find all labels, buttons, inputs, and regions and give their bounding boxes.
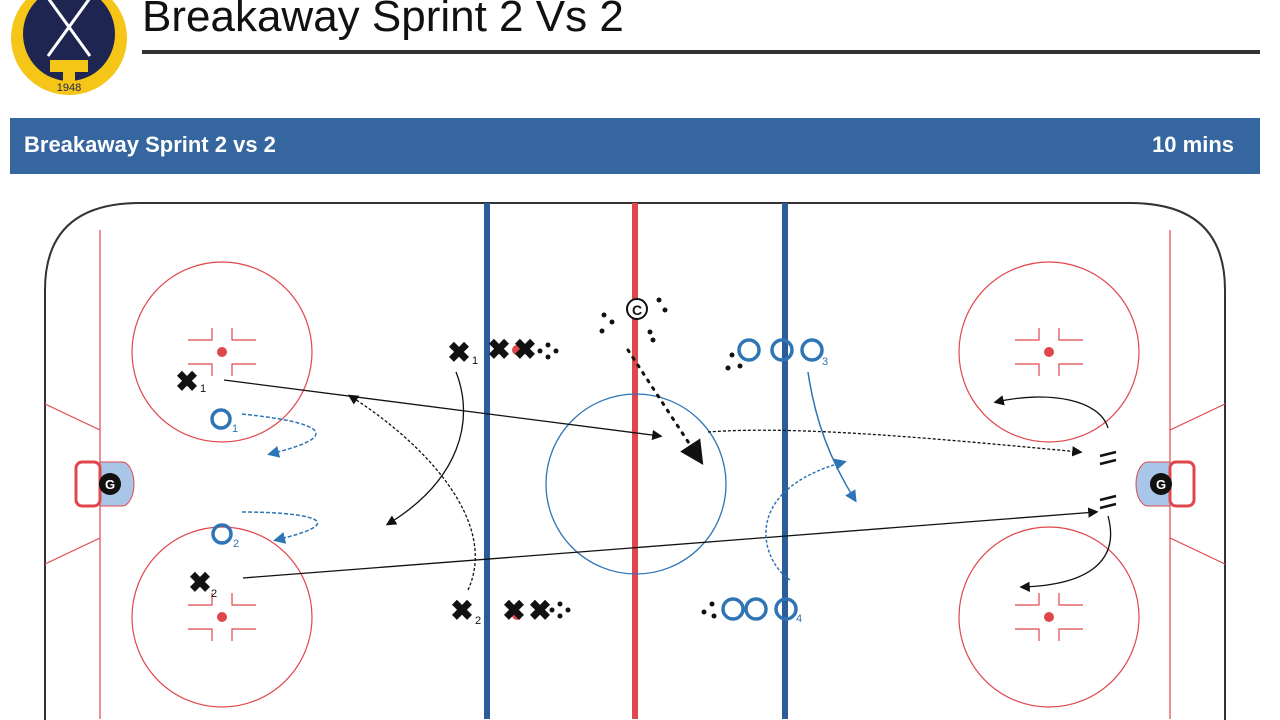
club-logo: 1948 <box>11 0 127 95</box>
skating-paths <box>223 348 1112 592</box>
drill-duration: 10 mins <box>1152 132 1234 157</box>
forwards: ✖✖ ✖✖✖ ✖✖✖ <box>175 334 551 626</box>
defenders <box>210 338 824 621</box>
faceoff-circles <box>131 261 1140 708</box>
svg-text:✖: ✖ <box>447 337 470 368</box>
svg-text:✖: ✖ <box>513 334 536 365</box>
coach: C <box>626 298 648 320</box>
svg-text:1948: 1948 <box>57 82 81 94</box>
svg-text:G: G <box>105 477 115 492</box>
hash-marks <box>188 328 1083 641</box>
svg-text:✖: ✖ <box>528 595 551 626</box>
svg-text:2: 2 <box>211 588 217 600</box>
svg-text:4: 4 <box>796 613 802 625</box>
center-circle <box>545 393 727 575</box>
svg-text:C: C <box>632 302 642 318</box>
pucks <box>537 297 743 619</box>
title-underline <box>142 50 1260 54</box>
svg-text:✖: ✖ <box>450 595 473 626</box>
svg-text:1: 1 <box>200 383 206 395</box>
goalie-right: G <box>1150 473 1172 495</box>
svg-text:1: 1 <box>232 423 238 435</box>
svg-text:✖: ✖ <box>188 567 211 598</box>
goalie-left: G <box>99 473 121 495</box>
defender-paths <box>241 371 857 581</box>
svg-text:1: 1 <box>472 355 478 367</box>
svg-text:✖: ✖ <box>175 366 198 397</box>
svg-text:✖: ✖ <box>487 334 510 365</box>
svg-text:✖: ✖ <box>502 595 525 626</box>
pylons <box>1099 450 1117 510</box>
page-title: Breakaway Sprint 2 Vs 2 <box>142 0 624 41</box>
blue-line-right <box>782 203 788 719</box>
svg-text:2: 2 <box>475 615 481 627</box>
svg-text:3: 3 <box>822 356 828 368</box>
blue-line-left <box>484 203 490 719</box>
svg-text:G: G <box>1156 477 1166 492</box>
drill-name: Breakaway Sprint 2 vs 2 <box>24 132 276 157</box>
svg-text:2: 2 <box>233 538 239 550</box>
drill-banner: Breakaway Sprint 2 vs 2 10 mins <box>10 118 1260 174</box>
center-red-line <box>632 203 638 719</box>
